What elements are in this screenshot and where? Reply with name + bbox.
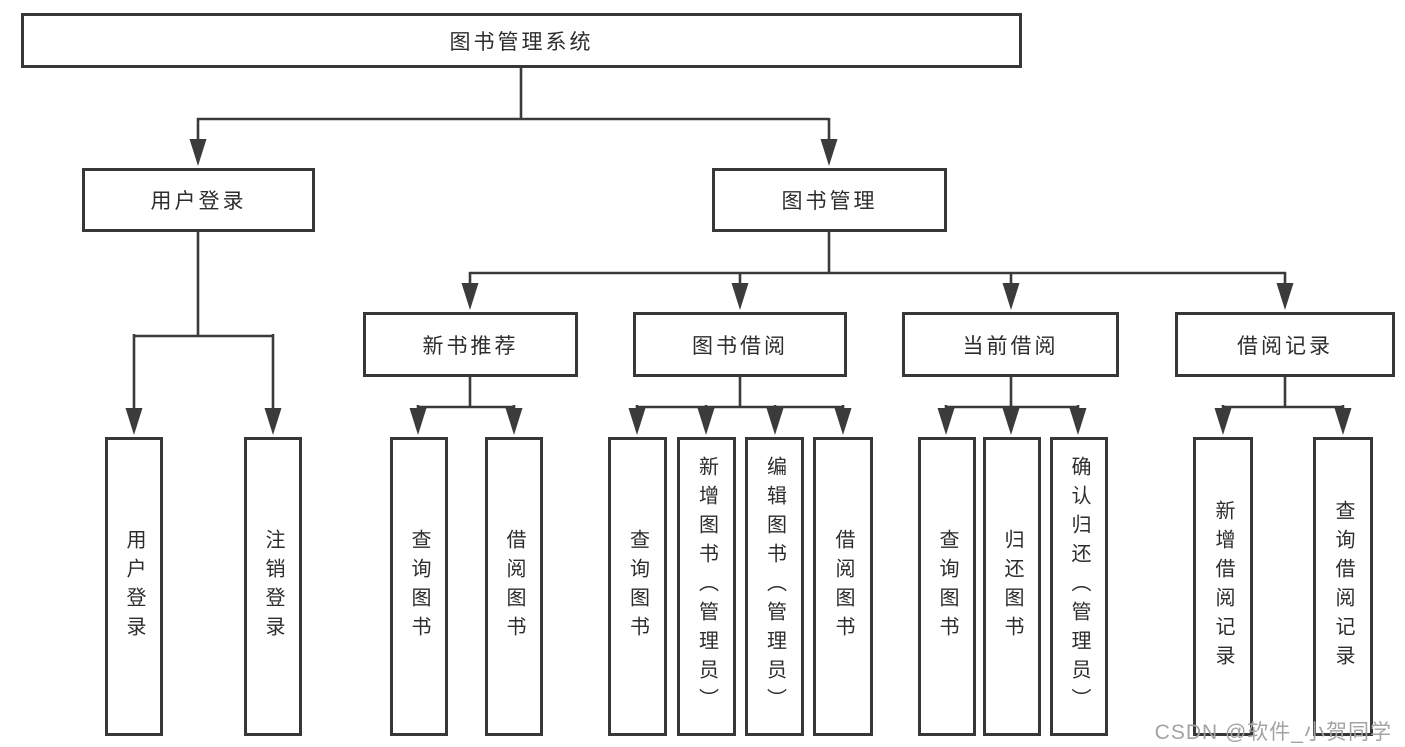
leaf-return-books: 归还图书: [983, 437, 1041, 736]
node-label: 新增图书（管理员）: [695, 456, 718, 717]
node-label: 当前借阅: [962, 334, 1059, 358]
node-book-borrowing: 图书借阅: [633, 312, 847, 377]
node-book-management: 图书管理: [712, 168, 947, 232]
leaf-edit-books-admin: 编辑图书（管理员）: [745, 437, 804, 736]
node-label: 借阅图书: [832, 528, 854, 645]
node-label: 注销登录: [262, 528, 284, 645]
leaf-query-books-current: 查询图书: [918, 437, 976, 736]
node-new-book-recommendation: 新书推荐: [363, 312, 578, 377]
node-current-borrowing: 当前借阅: [902, 312, 1119, 377]
node-label: 图书管理: [781, 190, 878, 213]
node-label: 用户登录: [123, 528, 145, 645]
leaf-borrow-books-borrowing: 借阅图书: [813, 437, 873, 736]
leaf-query-books-borrowing: 查询图书: [608, 437, 667, 736]
leaf-add-books-admin: 新增图书（管理员）: [677, 437, 736, 736]
leaf-add-borrow-record: 新增借阅记录: [1193, 437, 1253, 736]
node-label: 编辑图书（管理员）: [763, 456, 786, 717]
node-user-login: 用户登录: [82, 168, 315, 232]
node-label: 图书管理系统: [449, 30, 594, 54]
node-label: 查询借阅记录: [1332, 499, 1354, 674]
watermark-csdn: CSDN @软件_小贺同学: [1154, 721, 1392, 744]
node-label: 图书借阅: [692, 334, 788, 358]
node-borrowing-records: 借阅记录: [1175, 312, 1395, 377]
node-label: 查询图书: [626, 528, 649, 645]
node-label: 新增借阅记录: [1212, 499, 1234, 674]
leaf-query-books-recommendation: 查询图书: [390, 437, 448, 736]
node-label: 确认归还（管理员）: [1068, 456, 1090, 717]
node-label: 查询图书: [408, 528, 430, 645]
leaf-logout: 注销登录: [244, 437, 302, 736]
node-library-management-system: 图书管理系统: [21, 13, 1022, 68]
leaf-borrow-books-recommendation: 借阅图书: [485, 437, 543, 736]
node-label: 借阅图书: [503, 528, 525, 645]
node-label: 查询图书: [936, 528, 958, 645]
leaf-query-borrow-record: 查询借阅记录: [1313, 437, 1373, 736]
node-label: 借阅记录: [1237, 334, 1333, 358]
node-label: 用户登录: [150, 190, 247, 213]
node-label: 归还图书: [1001, 528, 1023, 645]
node-label: 新书推荐: [422, 334, 519, 358]
leaf-confirm-return-admin: 确认归还（管理员）: [1050, 437, 1108, 736]
leaf-user-login: 用户登录: [105, 437, 163, 736]
